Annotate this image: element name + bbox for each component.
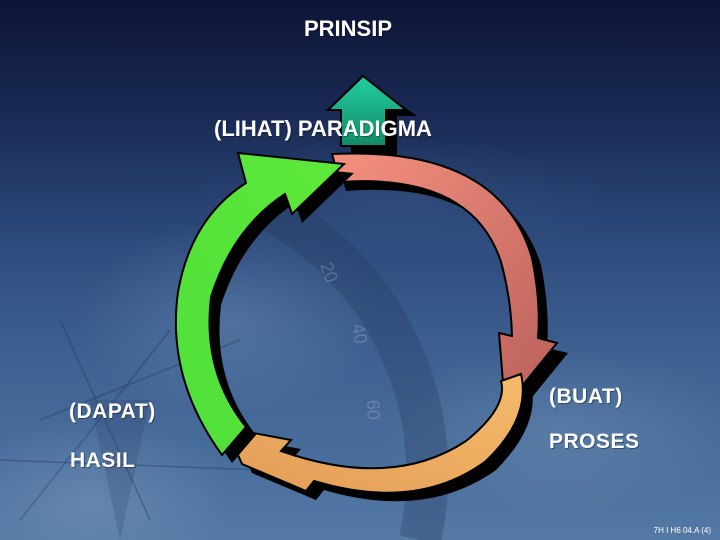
proses-label: PROSES bbox=[549, 430, 640, 453]
arrow-proses-to-hasil bbox=[224, 372, 533, 502]
dapat-label: (DAPAT) bbox=[69, 400, 156, 423]
slide-code: 7H I H6 04.A (4) bbox=[653, 526, 711, 535]
up-arrow-icon bbox=[325, 74, 417, 155]
arrow-hasil-to-paradigma bbox=[174, 151, 354, 463]
svg-text:60: 60 bbox=[363, 399, 384, 420]
svg-text:40: 40 bbox=[348, 322, 371, 345]
hasil-label: HASIL bbox=[70, 449, 136, 472]
buat-label: (BUAT) bbox=[549, 385, 623, 408]
paradigma-label: (LIHAT) PARADIGMA bbox=[214, 116, 432, 141]
arrow-paradigma-to-proses bbox=[330, 152, 568, 417]
prinsip-label: PRINSIP bbox=[304, 16, 393, 41]
